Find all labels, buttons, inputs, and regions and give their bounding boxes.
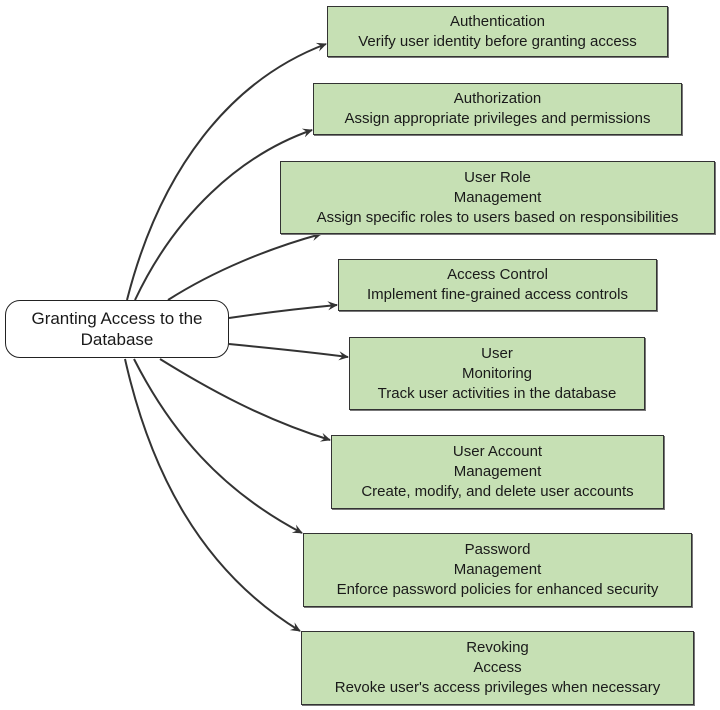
node-user-role-management: User Role Management Assign specific rol… xyxy=(280,161,715,234)
node-authentication: Authentication Verify user identity befo… xyxy=(327,6,668,57)
node-description: Revoke user's access privileges when nec… xyxy=(334,679,661,696)
root-label-line1: Granting Access to the xyxy=(31,309,203,328)
node-description: Create, modify, and delete user accounts xyxy=(361,483,634,500)
edge-user-monitoring xyxy=(228,343,349,361)
node-description: Assign appropriate privileges and permis… xyxy=(344,110,651,127)
node-description: Implement fine-grained access controls xyxy=(367,286,628,303)
node-title-line1: User Role xyxy=(464,168,531,186)
node-description: Track user activities in the database xyxy=(377,384,617,402)
node-description: Assign specific roles to users based on … xyxy=(316,208,679,226)
node-title-line2: Management xyxy=(453,561,542,578)
node-description: Verify user identity before granting acc… xyxy=(358,32,637,50)
edge-password-management xyxy=(133,358,303,534)
node-title-line1: User Account xyxy=(452,443,543,460)
node-title-line2: Monitoring xyxy=(461,364,533,382)
node-revoking-access: Revoking Access Revoke user's access pri… xyxy=(301,631,694,705)
node-description: Enforce password policies for enhanced s… xyxy=(336,581,659,598)
edge-access-control xyxy=(228,301,338,319)
node-access-control: Access Control Implement fine-grained ac… xyxy=(338,259,657,311)
edge-user-account-management xyxy=(159,358,331,442)
node-password-management: Password Management Enforce password pol… xyxy=(303,533,692,607)
node-title: Access Control xyxy=(447,266,548,283)
node-title-line1: Password xyxy=(464,541,531,558)
node-user-monitoring: User Monitoring Track user activities in… xyxy=(349,337,645,410)
node-authorization: Authorization Assign appropriate privile… xyxy=(313,83,682,135)
edge-authorization xyxy=(134,128,313,301)
node-title-line2: Management xyxy=(453,188,542,206)
node-title: Authentication xyxy=(449,12,546,30)
node-title: Authorization xyxy=(453,90,542,107)
root-node-granting-access: Granting Access to the Database xyxy=(5,300,229,358)
node-title-line2: Management xyxy=(453,463,542,480)
node-title-line2: Access xyxy=(473,659,522,676)
edge-revoking-access xyxy=(124,358,301,632)
edge-authentication xyxy=(126,42,327,301)
edge-user-role-management xyxy=(167,232,322,301)
node-user-account-management: User Account Management Create, modify, … xyxy=(331,435,664,509)
root-label-line2: Database xyxy=(80,330,154,349)
node-title-line1: User xyxy=(481,344,513,362)
node-title-line1: Revoking xyxy=(466,639,529,656)
